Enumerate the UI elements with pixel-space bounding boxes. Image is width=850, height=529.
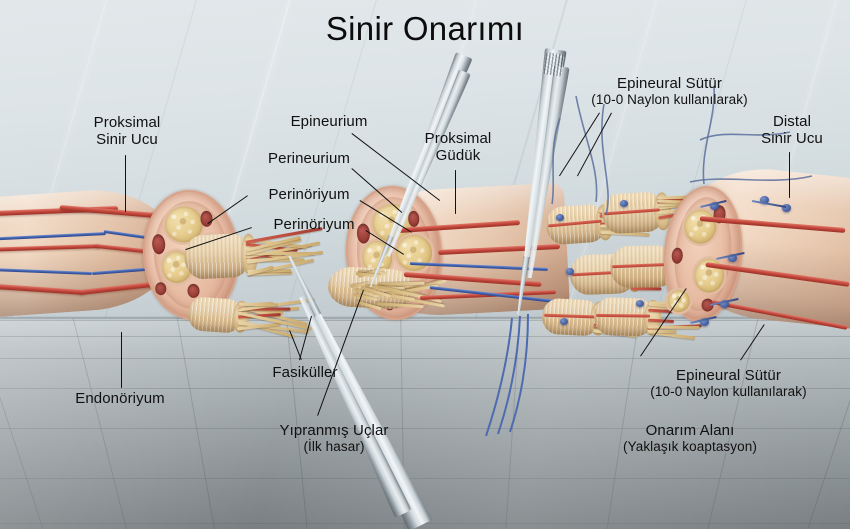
suture-thread	[690, 176, 812, 182]
suture-thread	[576, 96, 597, 202]
label-endoneurium: Endonöriyum	[60, 390, 180, 407]
label-proximal-nerve-end: Proksimal Sinir Ucu	[68, 114, 186, 148]
suture-thread	[552, 118, 560, 204]
leader-proximal-nerve-end	[125, 155, 126, 212]
suture-knot-repair	[566, 268, 574, 275]
label-proximal-stump: Proksimal Güdük	[404, 130, 512, 164]
suture-knot-repair	[620, 200, 628, 207]
label-perineurium: Perineurium	[251, 150, 367, 167]
label-perineurium-tr-2: Perinöriyum	[256, 216, 372, 233]
label-epineural-suture-bottom: Epineural Sütür (10-0 Naylon kullanılara…	[616, 367, 841, 400]
label-epineurium: Epineurium	[274, 113, 384, 130]
label-frayed-ends: Yıpranmış Uçlar (İlk hasar)	[246, 422, 422, 455]
leader-distal-nerve-end	[789, 152, 790, 198]
suture-thread-held	[486, 318, 512, 436]
suture-knot-repair	[556, 214, 564, 221]
leader-endoneurium	[121, 332, 122, 388]
label-fascicles: Fasiküller	[251, 364, 359, 381]
page-title: Sinir Onarımı	[0, 9, 850, 49]
label-repair-site: Onarım Alanı (Yaklaşık koaptasyon)	[580, 422, 800, 455]
suture-knot-repair	[636, 300, 644, 307]
label-distal-nerve-end: Distal Sinir Ucu	[740, 113, 844, 147]
label-epineural-suture-top: Epineural Sütür (10-0 Naylon kullanılara…	[557, 75, 782, 108]
label-perineurium-tr-1: Perinöriyum	[251, 186, 367, 203]
leader-proximal-stump	[455, 170, 456, 214]
suture-knot-repair	[560, 318, 568, 325]
suture-thread-held	[498, 316, 520, 434]
